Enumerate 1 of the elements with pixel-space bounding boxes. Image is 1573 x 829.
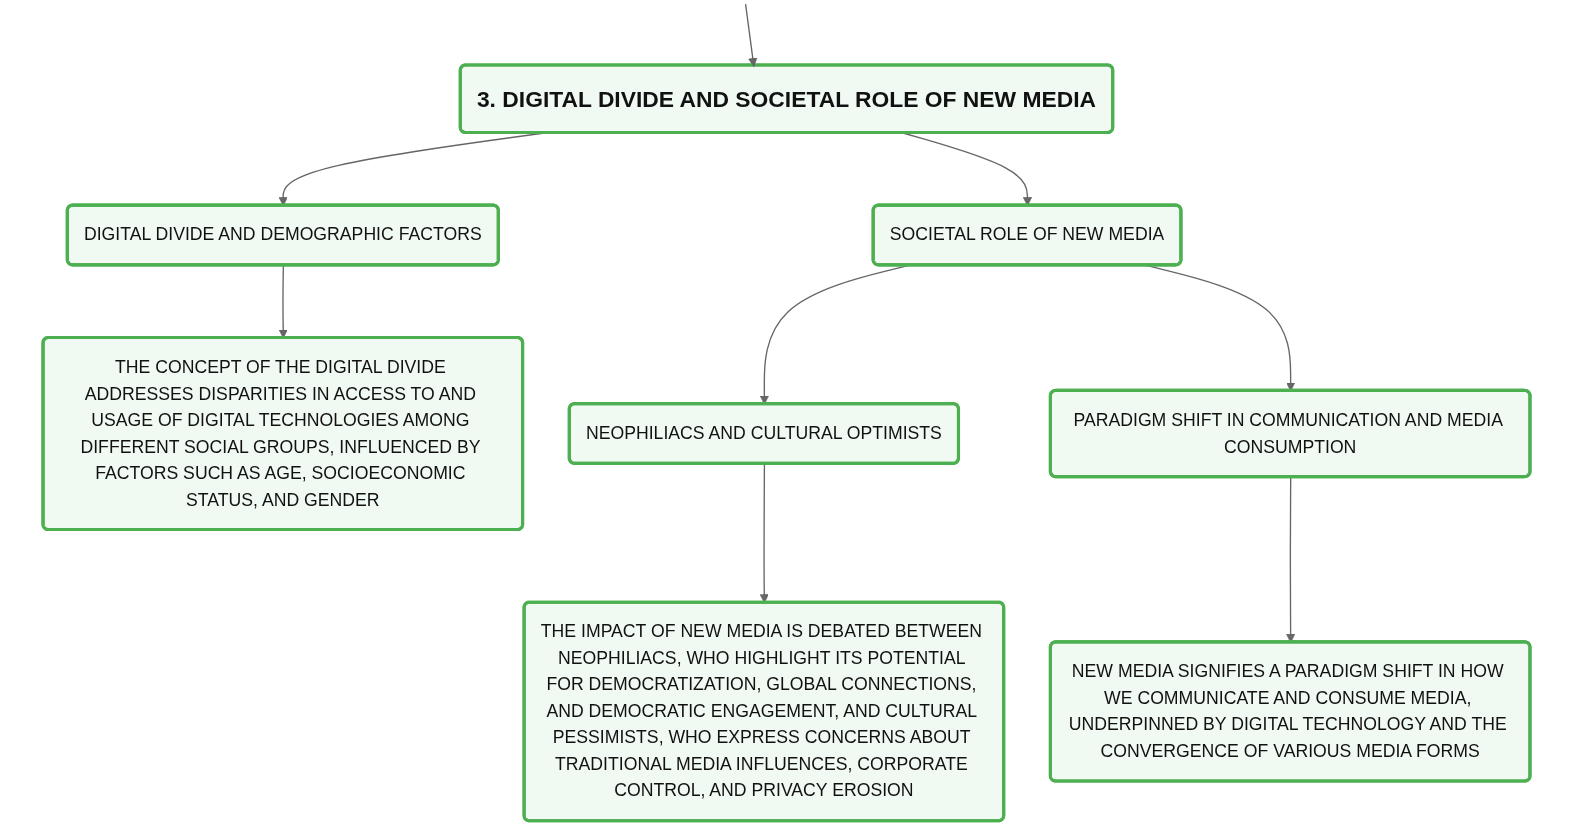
arrow <box>744 3 758 68</box>
